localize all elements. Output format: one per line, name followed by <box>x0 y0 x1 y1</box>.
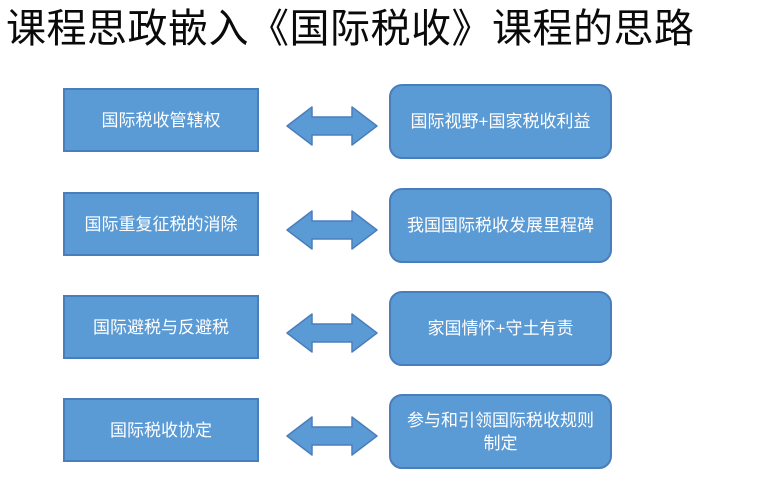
value-box-international-vision: 国际视野+国家税收利益 <box>389 84 612 159</box>
double-arrow-icon <box>286 209 378 251</box>
double-arrow-icon <box>286 415 378 457</box>
value-box-rule-making: 参与和引领国际税收规则制定 <box>389 394 612 469</box>
topic-box-double-taxation: 国际重复征税的消除 <box>63 192 259 256</box>
value-box-patriotism: 家国情怀+守土有责 <box>389 291 612 366</box>
topic-box-tax-avoidance: 国际避税与反避税 <box>63 295 259 359</box>
value-box-milestones: 我国国际税收发展里程碑 <box>389 188 612 263</box>
topic-box-tax-jurisdiction: 国际税收管辖权 <box>63 88 259 152</box>
topic-box-tax-treaties: 国际税收协定 <box>63 398 259 462</box>
slide-title: 课程思政嵌入《国际税收》课程的思路 <box>6 6 695 51</box>
double-arrow-icon <box>286 105 378 147</box>
double-arrow-icon <box>286 312 378 354</box>
